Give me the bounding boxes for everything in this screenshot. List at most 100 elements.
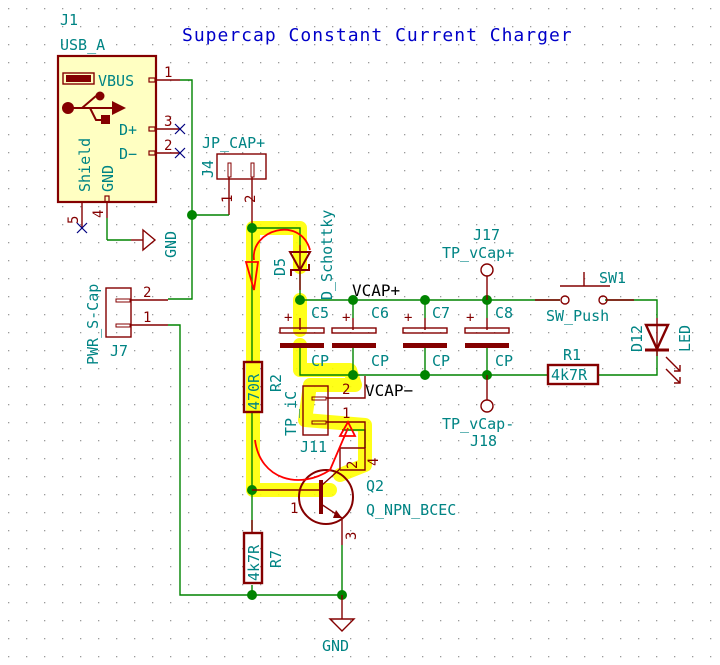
r2-ref: R2 [267, 374, 285, 392]
r1-ref: R1 [563, 346, 581, 364]
component-q2-npn[interactable]: 1 2 4 3 Q2 Q_NPN_BCEC [252, 447, 456, 545]
current-path-arrow [253, 229, 311, 261]
emitter-arrow-icon [333, 510, 342, 518]
c8-ref: C8 [495, 304, 513, 322]
cap-plate-neg [280, 343, 324, 348]
component-j17-testpoint[interactable]: J17 TP_vCap+ [442, 226, 514, 300]
j1-value: USB_A [60, 36, 105, 54]
q2-collector-pins [339, 447, 366, 471]
j11-pin1-num: 1 [342, 406, 350, 422]
q2-pin2-num: 2 [345, 461, 361, 469]
cap-plate-pos [279, 327, 325, 334]
q2-value: Q_NPN_BCEC [366, 501, 456, 519]
j4-value: JP_CAP+ [202, 134, 265, 152]
schottky-bar [290, 264, 310, 276]
r7-ref: R7 [267, 550, 285, 568]
j7-body [105, 287, 132, 338]
component-r1[interactable]: R1 4k7R [546, 346, 600, 386]
j18-ref: J18 [470, 432, 497, 450]
gnd-symbol-1: GND [106, 218, 180, 258]
component-j4-jp-cap[interactable]: JP_CAP+ J4 1 2 [199, 134, 267, 228]
j11-body [302, 385, 329, 436]
r7-value: 4k7R [245, 544, 263, 581]
j1-ref: J1 [60, 11, 78, 29]
q2-ref: Q2 [366, 477, 384, 495]
d5-ref: D5 [271, 258, 289, 276]
j11-pin2-num: 2 [342, 382, 350, 398]
component-d5-schottky[interactable]: D5 D_Schottky [271, 210, 336, 300]
schematic-title: Supercap Constant Current Charger [182, 25, 573, 46]
j4-pin1-num: 1 [220, 195, 236, 203]
cap-plate-pos [331, 327, 377, 334]
component-r2[interactable]: 470R R2 [242, 360, 285, 414]
junction-dot [295, 295, 305, 305]
r1-value: 4k7R [551, 366, 588, 384]
c5-ref: C5 [311, 304, 329, 322]
j11-ref: J11 [300, 438, 327, 456]
transistor-icon [298, 469, 354, 525]
q2-pin1-num: 1 [290, 501, 298, 517]
j1-pin-dplus-label: D+ [119, 121, 137, 139]
gnd-icon [328, 618, 356, 632]
red-annotation-arrows [244, 229, 357, 481]
gnd-icon [142, 228, 157, 252]
component-j11-tp-ic[interactable]: TP_iC J11 2 1 [282, 376, 366, 456]
j7-value: PWR_S-Cap [84, 284, 102, 365]
j4-body [216, 153, 267, 180]
c8-value: CP [495, 352, 513, 370]
usb-symbol-icon [62, 91, 126, 124]
c6-polarity: + [342, 310, 350, 326]
j1-pin2-num: 2 [164, 138, 172, 154]
q2-collector [320, 468, 341, 487]
usb-plug-icon [62, 72, 95, 85]
net-label-vcap-plus: VCAP+ [352, 281, 400, 300]
j17-ref: J17 [473, 226, 500, 244]
junction-dot [348, 370, 358, 380]
r2-value: 470R [245, 373, 263, 410]
j1-pin-dminus-label: D− [119, 145, 137, 163]
cap-plate-pos [464, 327, 510, 334]
component-c5[interactable]: + C5 CP [279, 304, 329, 370]
cap-plate-pos [402, 327, 448, 334]
component-d12-led[interactable]: D12 LED [628, 318, 694, 384]
arrow-head-icon [244, 261, 260, 291]
junction-dot [420, 370, 430, 380]
diode-icon [288, 251, 312, 273]
led-icon [644, 323, 670, 352]
component-c6[interactable]: + C6 CP [331, 304, 389, 370]
j1-pin5-num: 5 [66, 216, 82, 224]
component-r7[interactable]: 4k7R R7 [242, 520, 285, 585]
c6-value: CP [371, 352, 389, 370]
usb-plug-fill [66, 75, 91, 82]
component-j1-usb-a[interactable]: J1 USB_A VBUS D+ D− Shield GND 1 3 2 5 [56, 11, 180, 228]
test-point-icon [480, 399, 494, 413]
j1-pin-shield-label: Shield [76, 138, 94, 192]
current-path-arrow [254, 427, 349, 481]
junction-dot [348, 295, 358, 305]
component-sw1-push[interactable]: SW1 SW_Push [535, 269, 634, 325]
j1-pin4-num: 4 [91, 210, 107, 218]
j1-pin-gnd-label: GND [99, 165, 117, 192]
d5-value: D_Schottky [318, 210, 336, 300]
j7-pin2-num: 2 [143, 285, 151, 301]
q2-pin3-num: 3 [344, 532, 360, 540]
j11-value: TP_iC [282, 391, 300, 436]
component-j7-pwr-s-cap[interactable]: PWR_S-Cap J7 2 1 [84, 284, 168, 365]
j11-pin2-line [326, 376, 366, 399]
component-c7[interactable]: + C7 CP [402, 304, 450, 370]
gnd-symbol-2: GND [322, 595, 356, 655]
component-j18-testpoint[interactable]: TP_vCap- J18 [442, 375, 514, 450]
j7-pin1-num: 1 [143, 310, 151, 326]
junction-dot [247, 223, 257, 233]
c7-ref: C7 [432, 304, 450, 322]
c7-polarity: + [404, 310, 412, 326]
j7-ref: J7 [110, 342, 128, 360]
j1-pin-vbus-label: VBUS [98, 72, 134, 90]
j18-value: TP_vCap- [442, 415, 514, 433]
cap-plate-neg [332, 343, 376, 348]
c5-value: CP [311, 352, 329, 370]
c5-polarity: + [284, 310, 292, 326]
q2-pin4-num: 4 [366, 458, 382, 466]
component-c8[interactable]: + C8 CP [464, 304, 513, 370]
